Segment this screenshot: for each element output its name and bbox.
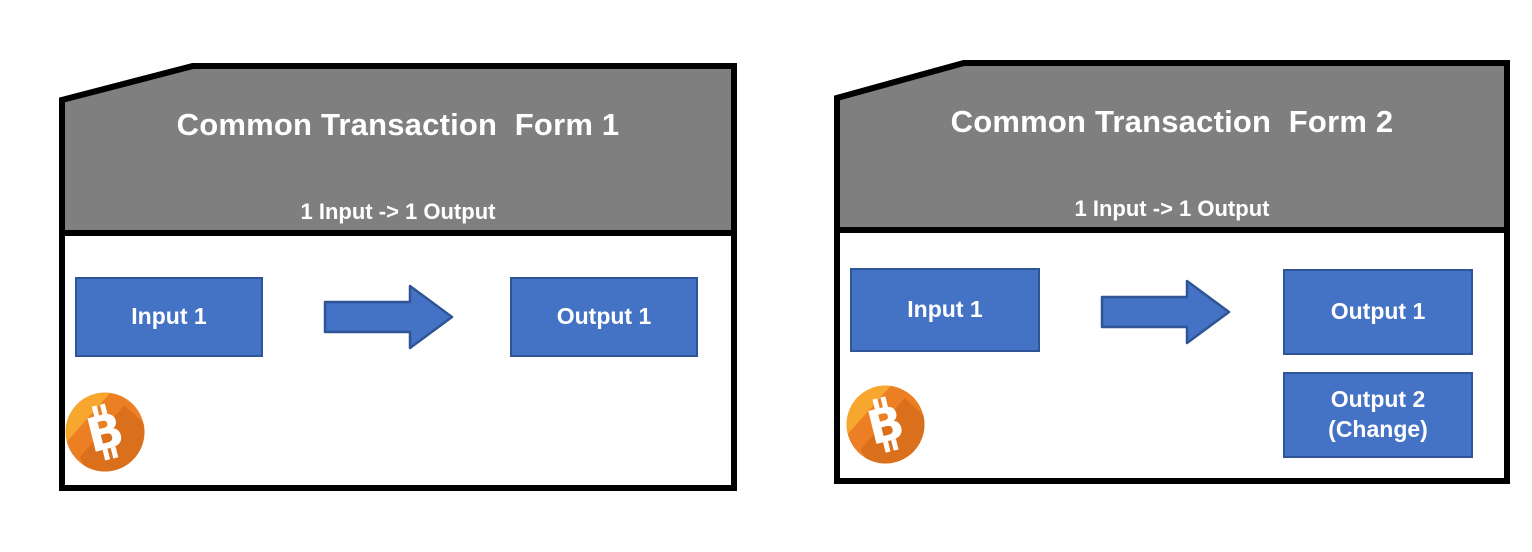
output-1-box: Output 1 — [1283, 269, 1473, 355]
panel-common-transaction-form-2: Common Transaction Form 2 1 Input -> 1 O… — [834, 60, 1510, 484]
panel-subtitle: 1 Input -> 1 Output — [300, 199, 496, 224]
output-1-label: Output 1 — [1330, 298, 1426, 325]
output-2-label: Output 2 (Change) — [1328, 386, 1428, 442]
panel-outline — [59, 63, 737, 491]
panel-header-background — [59, 63, 737, 236]
right-arrow-icon — [323, 283, 455, 351]
output-1-box: Output 1 — [510, 277, 698, 357]
input-1-label: Input 1 — [131, 303, 207, 330]
panel-subtitle: 1 Input -> 1 Output — [1074, 196, 1270, 221]
input-1-box: Input 1 — [75, 277, 263, 357]
panel-header-background — [834, 60, 1510, 233]
input-1-label: Input 1 — [907, 296, 983, 323]
panel-common-transaction-form-1: Common Transaction Form 1 1 Input -> 1 O… — [59, 63, 737, 491]
bitcoin-icon: B — [62, 390, 148, 474]
panel-title: Common Transaction Form 1 — [176, 107, 620, 142]
bitcoin-icon: B — [843, 383, 928, 466]
right-arrow-icon — [1100, 278, 1232, 346]
output-1-label: Output 1 — [556, 303, 652, 330]
input-1-box: Input 1 — [850, 268, 1040, 352]
panel-title: Common Transaction Form 2 — [950, 104, 1394, 139]
output-2-change-box: Output 2 (Change) — [1283, 372, 1473, 458]
